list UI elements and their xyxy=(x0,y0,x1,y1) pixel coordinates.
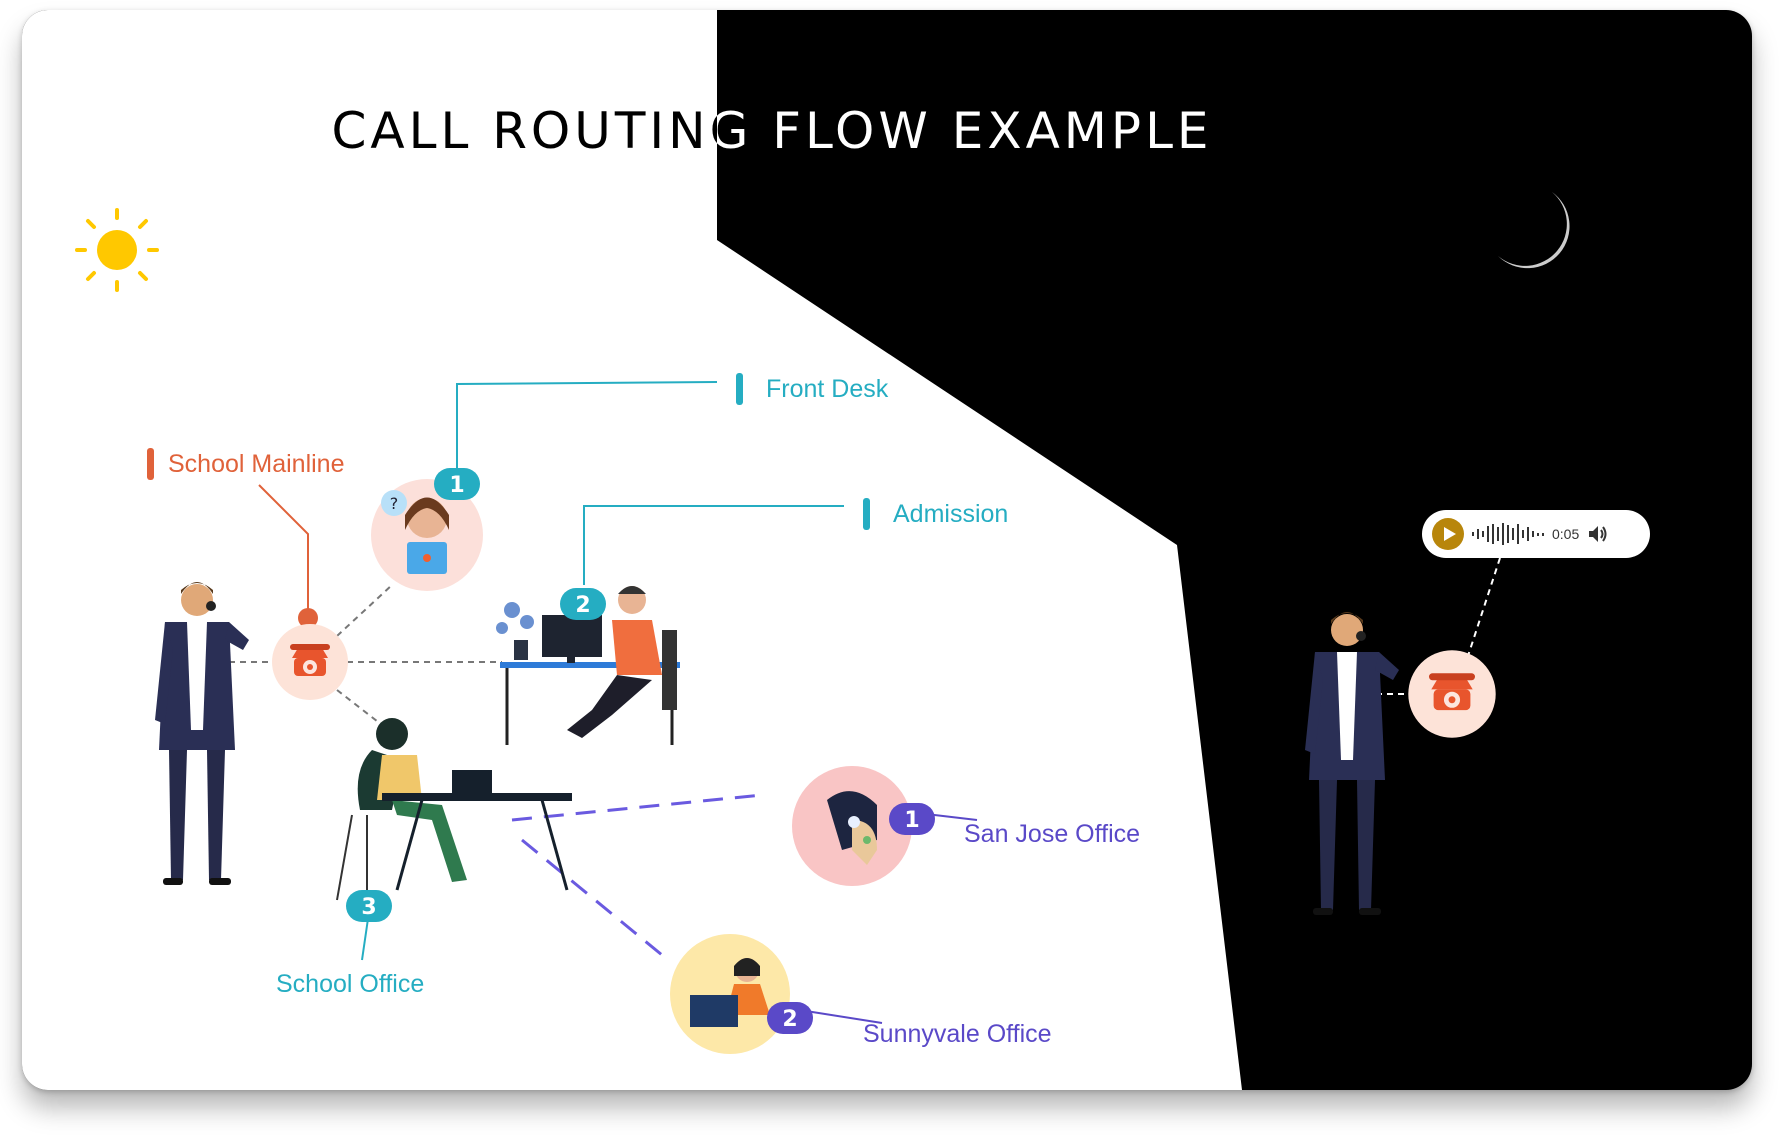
diagram-canvas: ? xyxy=(22,10,1570,1090)
label-school-office: School Office xyxy=(276,970,425,998)
badge-admission: 2 xyxy=(575,593,590,618)
school-office-agent xyxy=(336,718,572,901)
badge-front-desk: 1 xyxy=(449,473,464,498)
caller-person-night xyxy=(1305,612,1399,915)
label-bar-front-desk xyxy=(736,373,743,405)
moon-icon xyxy=(1498,192,1570,269)
audio-player: 0:05 xyxy=(1422,510,1650,558)
label-sunnyvale-office: Sunnyvale Office xyxy=(863,1020,1052,1048)
play-icon[interactable] xyxy=(1432,518,1464,550)
page-title: CALL ROUTING FLOW EXAMPLE xyxy=(331,102,1213,160)
admission-agent xyxy=(496,586,680,745)
badge-school-office: 3 xyxy=(361,895,376,920)
diagram-card: ? xyxy=(22,10,1752,1090)
sunnyvale-agent xyxy=(670,934,790,1054)
front-desk-agent: ? xyxy=(371,479,483,591)
san-jose-agent xyxy=(792,766,912,886)
svg-text:?: ? xyxy=(390,494,399,513)
label-san-jose-office: San Jose Office xyxy=(964,820,1141,848)
sun-icon xyxy=(75,208,159,292)
waveform xyxy=(1472,522,1544,546)
label-admission: Admission xyxy=(893,500,1009,528)
phone-icon xyxy=(1408,650,1496,738)
volume-icon[interactable] xyxy=(1587,524,1609,544)
badge-san-jose: 1 xyxy=(904,808,919,833)
label-bar-admission xyxy=(863,498,870,530)
connectors xyxy=(207,381,1501,1024)
label-bar-mainline xyxy=(147,448,154,480)
audio-time: 0:05 xyxy=(1552,526,1580,542)
label-front-desk: Front Desk xyxy=(766,375,889,403)
mainline-pin xyxy=(298,608,318,628)
phone-icon xyxy=(272,624,348,700)
day-region xyxy=(22,10,1242,1090)
label-school-mainline: School Mainline xyxy=(168,450,345,478)
badges: 1 2 3 1 2 xyxy=(346,468,935,1034)
badge-sunnyvale: 2 xyxy=(782,1007,797,1032)
